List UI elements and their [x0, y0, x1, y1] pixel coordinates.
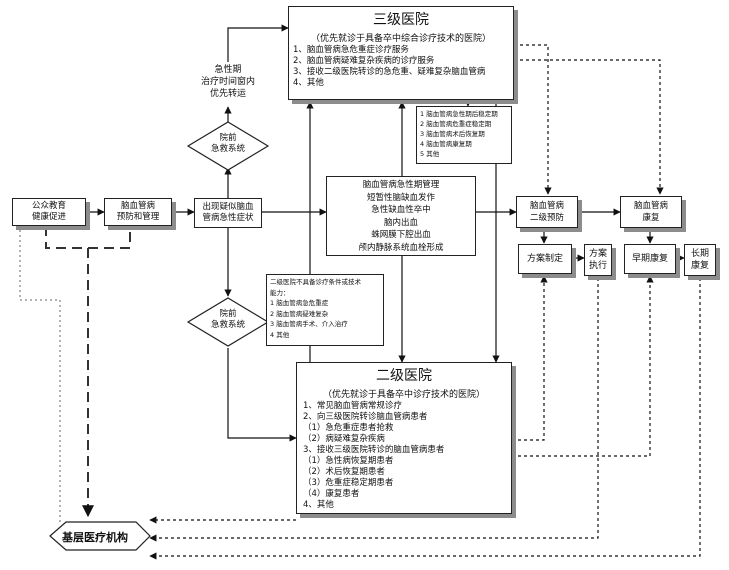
secondary-hospital-box: 二级医院 （优先就诊于具备卒中诊疗技术的医院） 1、常见脑血管病常规诊疗 2、向… [296, 362, 512, 514]
emergency-transfer-note: 急性期 治疗时间窗内 优先转运 [192, 64, 264, 100]
long-rehab-box: 长期 康复 [684, 244, 716, 276]
arrow-note-to-tertiary [227, 24, 289, 62]
dashed-secondary-to-plan [512, 275, 548, 441]
secondary-item: （2）病疑难复杂疾病 [303, 434, 385, 444]
plan-box: 方案制定 [518, 244, 572, 274]
dashed-secondary-to-early-rehab [512, 275, 654, 457]
tertiary-item: 3、接收二级医院转诊的急危重、疑难复杂脑血管病 [293, 67, 486, 77]
dashed-execute-to-grassroots [149, 278, 599, 542]
emergency-diamond-upper [186, 121, 270, 171]
secondary-item: （4）康复患者 [303, 489, 360, 499]
grassroots-shape [49, 521, 151, 551]
tertiary-item: 4、其他 [293, 78, 324, 88]
secondary-prevention-box: 脑血管病 二级预防 [516, 196, 578, 228]
secondary-subtitle: （优先就诊于具备卒中诊疗技术的医院） [322, 390, 485, 400]
arrow-grassroots-to-left [19, 226, 61, 522]
secondary-item: 3、接收三级医院转诊的脑血管病患者 [303, 445, 445, 455]
dashed-left-to-grassroots [45, 226, 131, 249]
secondary-title: 二级医院 [376, 368, 432, 384]
grassroots-label: 基层医疗机构 [62, 531, 128, 544]
tertiary-hospital-box: 三级医院 （优先就诊于具备卒中综合诊疗技术的医院） 1、脑血管病急危重症诊疗服务… [288, 6, 514, 100]
tertiary-subtitle: （优先就诊于具备卒中综合诊疗技术的医院） [310, 34, 491, 44]
secondary-item: 2、向三级医院转诊脑血管病患者 [303, 412, 428, 422]
execute-box: 方案 执行 [584, 244, 612, 276]
emergency-label-upper: 院前 急救系统 [210, 133, 245, 154]
secondary-item: （3）危重症稳定期患者 [303, 478, 394, 488]
tertiary-item: 2、脑血管病疑难复杂疾病的诊疗服务 [293, 56, 435, 66]
secondary-item: 4、其他 [303, 500, 334, 510]
symptoms-box: 出现疑似脑血 管病急性症状 [194, 198, 262, 228]
dashed-tertiary-to-secondary-prevention [514, 44, 552, 195]
tertiary-title: 三级医院 [373, 12, 429, 28]
referral-note-lower: 二级医院不具备诊疗条件或技术 能力： 1 脑血管病急危重症 2 脑血管病疑难复杂… [266, 274, 384, 346]
acute-management-box: 脑血管病急性期管理 短暂性脑缺血发作 急性缺血性卒中 脑内出血 蛛网膜下腔出血 … [326, 176, 476, 256]
tertiary-item: 1、脑血管病急危重症诊疗服务 [293, 45, 409, 55]
arrow-lower-emergency-to-secondary [227, 348, 297, 442]
secondary-item: 1、常见脑血管病常规诊疗 [303, 401, 402, 411]
early-rehab-box: 早期康复 [624, 244, 676, 274]
secondary-item: （1）急危重症患者抢救 [303, 423, 394, 433]
secondary-item: （1）急性病恢复期患者 [303, 456, 394, 466]
emergency-diamond-lower [186, 297, 270, 347]
rehab-box: 脑血管病 康复 [620, 196, 682, 228]
dashed-tertiary-to-rehab [514, 59, 664, 195]
secondary-item: （2）术后恢复期患者 [303, 467, 385, 477]
prevention-box: 脑血管病 预防和管理 [104, 198, 172, 226]
public-education-box: 公众教育 健康促进 [12, 198, 86, 226]
dashed-long-rehab-to-grassroots [149, 278, 701, 560]
emergency-label-lower: 院前 急救系统 [210, 309, 245, 330]
referral-note-upper: 1 脑血管病急性期后稳定期 2 脑血管病危重症稳定期 3 脑血管病术后恢复期 4… [416, 106, 512, 164]
